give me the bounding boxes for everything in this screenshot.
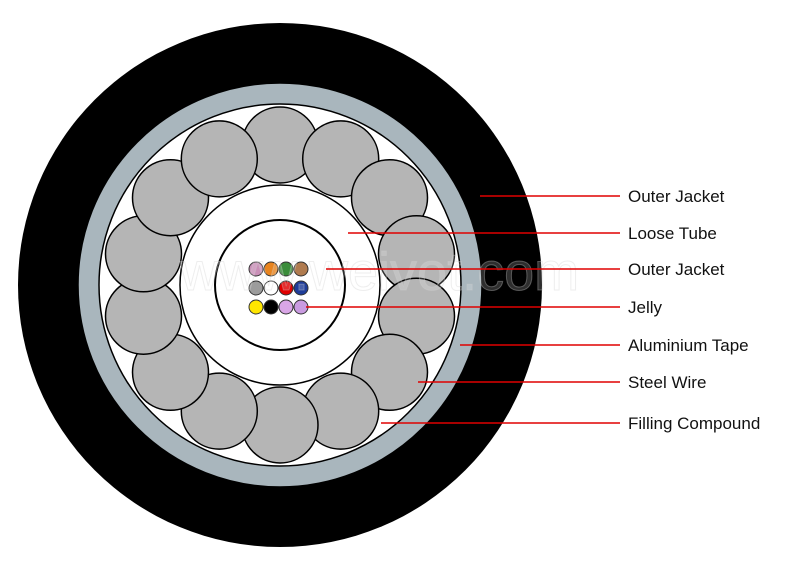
fiber-black — [263, 299, 279, 315]
fiber-grey — [248, 280, 264, 296]
label-filling-compound: Filling Compound — [628, 414, 760, 433]
fiber-blue — [293, 280, 309, 296]
steel-wire-ring — [104, 106, 456, 464]
label-loose-tube: Loose Tube — [628, 224, 717, 243]
fiber-brown — [293, 261, 309, 277]
fiber-white — [263, 280, 279, 296]
watermark-text: www.weivot.com — [179, 242, 579, 302]
fiber-violet — [278, 299, 294, 315]
label-aluminium-tape: Aluminium Tape — [628, 336, 749, 355]
leader-lines — [306, 195, 620, 424]
fiber-bundle — [248, 261, 309, 315]
fiber-lilac — [293, 299, 309, 315]
fiber-yellow — [248, 299, 264, 315]
label-steel-wire: Steel Wire — [628, 373, 706, 392]
fiber-red — [278, 280, 294, 296]
fiber-pink — [248, 261, 264, 277]
fiber-green — [278, 261, 294, 277]
label-jelly: Jelly — [628, 298, 663, 317]
label-inner-outer-jacket: Outer Jacket — [628, 260, 725, 279]
label-outer-jacket: Outer Jacket — [628, 187, 725, 206]
fiber-orange — [263, 261, 279, 277]
steel-wire — [180, 120, 259, 198]
